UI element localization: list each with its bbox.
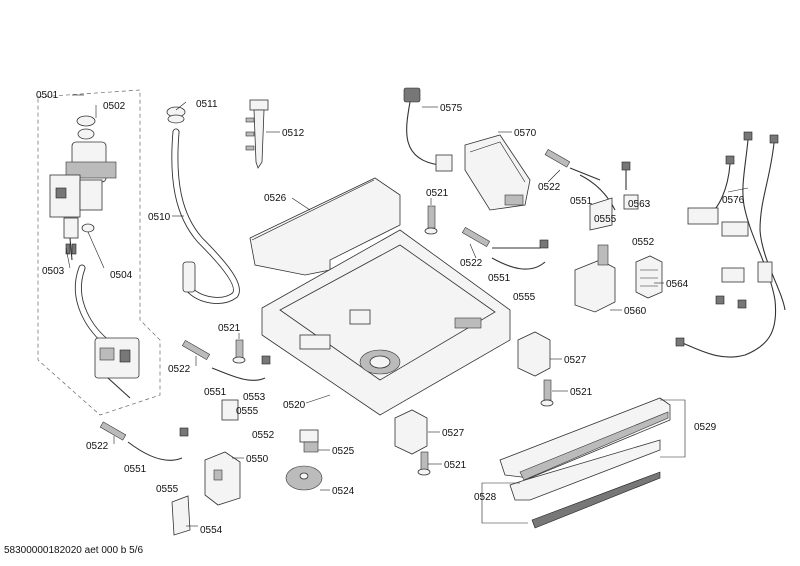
label-0521: 0521 xyxy=(444,460,467,471)
label-0550: 0550 xyxy=(246,454,269,465)
part-0525 xyxy=(299,429,319,453)
bracket-0554-part xyxy=(171,495,191,536)
sensor-0522-part-2 xyxy=(461,226,549,249)
terminal-block-0564-part xyxy=(635,255,663,299)
label-0511: 0511 xyxy=(196,99,218,110)
cable-0551-part-3 xyxy=(211,355,271,381)
label-0525: 0525 xyxy=(332,446,355,457)
label-0522: 0522 xyxy=(168,364,191,375)
part-0563 xyxy=(623,194,639,210)
label-0555: 0555 xyxy=(513,292,536,303)
label-0521: 0521 xyxy=(570,387,593,398)
label-0522: 0522 xyxy=(460,258,483,269)
label-0563: 0563 xyxy=(628,199,651,210)
clip-0512-part xyxy=(245,99,269,169)
label-0555: 0555 xyxy=(236,406,259,417)
screw-0521-part-3 xyxy=(540,379,554,407)
bracket-0551-small xyxy=(221,197,613,421)
label-0521: 0521 xyxy=(426,188,449,199)
label-0504: 0504 xyxy=(110,270,133,281)
document-id-footer: 58300000182020 aet 000 b 5/6 xyxy=(4,545,144,556)
label-0522: 0522 xyxy=(538,182,561,193)
valve-0502-part xyxy=(49,115,117,239)
label-0522: 0522 xyxy=(86,441,109,452)
label-0576: 0576 xyxy=(722,195,745,206)
kickplate-0529-part xyxy=(499,397,671,481)
label-0555: 0555 xyxy=(156,484,179,495)
label-0527: 0527 xyxy=(442,428,465,439)
sensor-0522-part-3 xyxy=(181,339,211,361)
label-0512: 0512 xyxy=(282,128,305,139)
label-0552: 0552 xyxy=(632,237,655,248)
label-0526: 0526 xyxy=(264,193,287,204)
screw-0521-part-4 xyxy=(417,451,431,476)
bracket-0560-part xyxy=(574,244,616,313)
label-0551: 0551 xyxy=(570,196,593,207)
drain-hose-part xyxy=(74,264,140,399)
label-0564: 0564 xyxy=(666,279,689,290)
label-0502: 0502 xyxy=(103,101,126,112)
group-0501-outline xyxy=(37,89,161,416)
label-0510: 0510 xyxy=(148,212,171,223)
cable-0551-part-2 xyxy=(491,239,549,270)
screw-0521-part-1 xyxy=(424,205,438,235)
module-0570-part xyxy=(464,134,531,211)
label-0524: 0524 xyxy=(332,486,355,497)
label-0552: 0552 xyxy=(252,430,275,441)
label-0551: 0551 xyxy=(488,273,511,284)
label-0527: 0527 xyxy=(564,355,587,366)
hose-0510-part xyxy=(166,106,240,304)
label-0520: 0520 xyxy=(283,400,306,411)
label-0570: 0570 xyxy=(514,128,537,139)
base-frame-0520-part xyxy=(261,229,511,416)
pad-0527-part-1 xyxy=(517,331,551,377)
sensor-0522-part-1 xyxy=(544,148,601,181)
harness-0576-part xyxy=(675,131,786,358)
label-0503: 0503 xyxy=(42,266,65,277)
power-cord-0575-part xyxy=(403,87,453,172)
label-0553: 0553 xyxy=(243,392,266,403)
label-0529: 0529 xyxy=(694,422,717,433)
label-0554: 0554 xyxy=(200,525,223,536)
label-0560: 0560 xyxy=(624,306,647,317)
cable-0551-part-1 xyxy=(579,161,631,211)
pad-0527-part-2 xyxy=(394,409,428,455)
disc-0524-part xyxy=(285,465,323,491)
bracket-0550-part xyxy=(204,451,241,506)
sensor-0522-part-4 xyxy=(99,421,127,441)
label-0551: 0551 xyxy=(124,464,147,475)
kickplate-0528-part xyxy=(509,439,661,529)
label-0575: 0575 xyxy=(440,103,463,114)
label-0521: 0521 xyxy=(218,323,241,334)
label-0551: 0551 xyxy=(204,387,227,398)
label-0555: 0555 xyxy=(594,214,617,225)
cable-0551-part-4 xyxy=(127,427,189,461)
label-0528: 0528 xyxy=(474,492,497,503)
label-0501: 0501 xyxy=(36,90,59,101)
panel-0526-part xyxy=(249,177,401,276)
screw-0521-part-2 xyxy=(232,339,246,364)
